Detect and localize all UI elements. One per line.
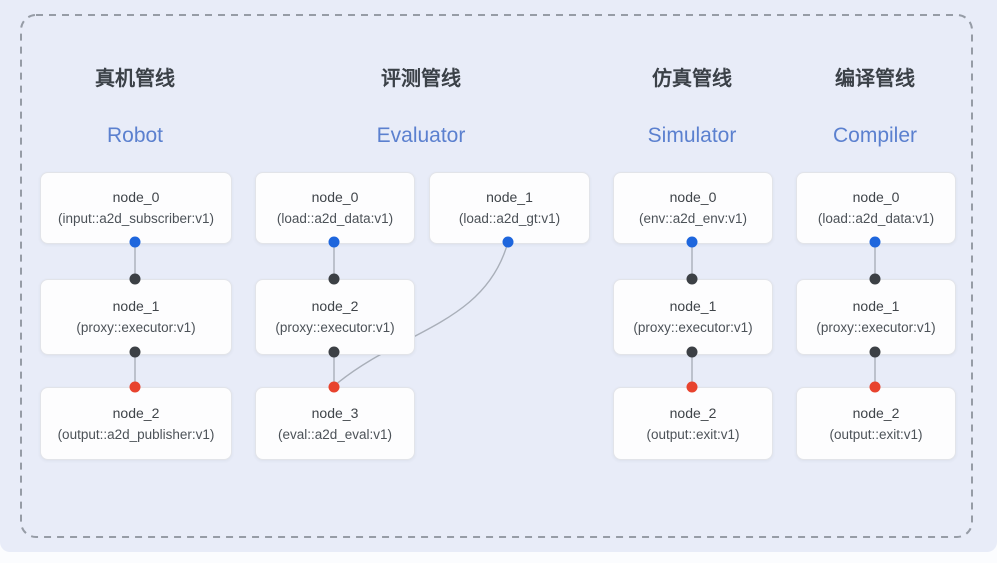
pipeline-title-en-simulator: Simulator: [647, 124, 737, 147]
node-name: node_2: [112, 404, 160, 421]
node-simulator-2: node_2 (output::exit:v1): [613, 387, 773, 460]
node-impl: (output::exit:v1): [646, 426, 740, 442]
node-evaluator-2: node_2 (proxy::executor:v1): [255, 279, 415, 355]
node-impl: (proxy::executor:v1): [76, 320, 196, 335]
node-name: node_2: [311, 298, 359, 314]
node-impl: (proxy::executor:v1): [816, 320, 936, 335]
node-impl: (load::a2d_data:v1): [817, 211, 935, 226]
node-impl: (load::a2d_data:v1): [276, 211, 394, 226]
node-name: node_0: [852, 189, 900, 205]
node-impl: (proxy::executor:v1): [275, 320, 395, 335]
pipeline-title-zh-compiler: 编译管线: [835, 68, 915, 90]
node-name: node_2: [669, 404, 717, 421]
node-simulator-0: node_0 (env::a2d_env:v1): [613, 172, 773, 244]
node-name: node_1: [852, 298, 900, 314]
pipeline-title-en-compiler: Compiler: [832, 124, 918, 147]
node-simulator-1: node_1 (proxy::executor:v1): [613, 279, 773, 355]
node-impl: (env::a2d_env:v1): [638, 211, 748, 226]
node-name: node_1: [669, 298, 717, 314]
node-compiler-2: node_2 (output::exit:v1): [796, 387, 956, 460]
pipeline-title-zh-simulator: 仿真管线: [652, 68, 732, 90]
pipeline-title-zh-robot: 真机管线: [95, 68, 175, 90]
node-robot-0: node_0 (input::a2d_subscriber:v1): [40, 172, 232, 244]
node-name: node_1: [112, 298, 160, 314]
node-impl: (output::exit:v1): [829, 426, 923, 442]
node-impl: (load::a2d_gt:v1): [458, 211, 561, 226]
node-name: node_2: [852, 404, 900, 421]
node-robot-2: node_2 (output::a2d_publisher:v1): [40, 387, 232, 460]
node-impl: (eval::a2d_eval:v1): [277, 426, 393, 442]
node-name: node_1: [486, 189, 533, 205]
node-evaluator-0: node_0 (load::a2d_data:v1): [255, 172, 415, 244]
pipeline-title-en-evaluator: Evaluator: [376, 124, 466, 147]
node-impl: (proxy::executor:v1): [633, 320, 753, 335]
node-name: node_0: [311, 189, 359, 205]
node-name: node_0: [669, 189, 717, 205]
node-impl: (output::a2d_publisher:v1): [57, 426, 215, 442]
node-name: node_3: [311, 404, 359, 421]
node-compiler-1: node_1 (proxy::executor:v1): [796, 279, 956, 355]
node-evaluator-1: node_1 (load::a2d_gt:v1): [429, 172, 590, 244]
node-evaluator-3: node_3 (eval::a2d_eval:v1): [255, 387, 415, 460]
node-compiler-0: node_0 (load::a2d_data:v1): [796, 172, 956, 244]
pipeline-title-en-robot: Robot: [106, 124, 164, 147]
node-robot-1: node_1 (proxy::executor:v1): [40, 279, 232, 355]
pipeline-title-zh-evaluator: 评测管线: [381, 68, 461, 90]
node-name: node_0: [112, 189, 160, 205]
node-impl: (input::a2d_subscriber:v1): [57, 211, 215, 226]
